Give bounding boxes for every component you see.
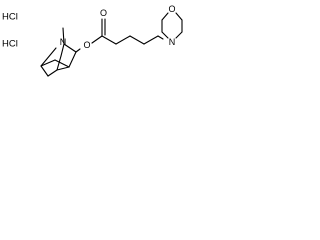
chemical-structure-diagram: HCl HCl N O O O N <box>2 4 183 77</box>
atom-label-morpholine-nitrogen: N <box>169 37 176 47</box>
salt-label-hcl-2: HCl <box>2 39 18 50</box>
atom-label-bridge-nitrogen: N <box>60 37 67 47</box>
morpholine-ring <box>161 12 183 39</box>
atom-label-ester-oxygen: O <box>83 40 90 50</box>
salt-label-hcl-1: HCl <box>2 12 18 23</box>
tropane-skeleton <box>40 27 81 77</box>
alkyl-chain <box>101 35 164 45</box>
atom-label-carbonyl-oxygen: O <box>100 8 107 18</box>
atom-label-morpholine-oxygen: O <box>168 4 175 14</box>
bond-ester-o-carbonyl <box>91 35 103 44</box>
